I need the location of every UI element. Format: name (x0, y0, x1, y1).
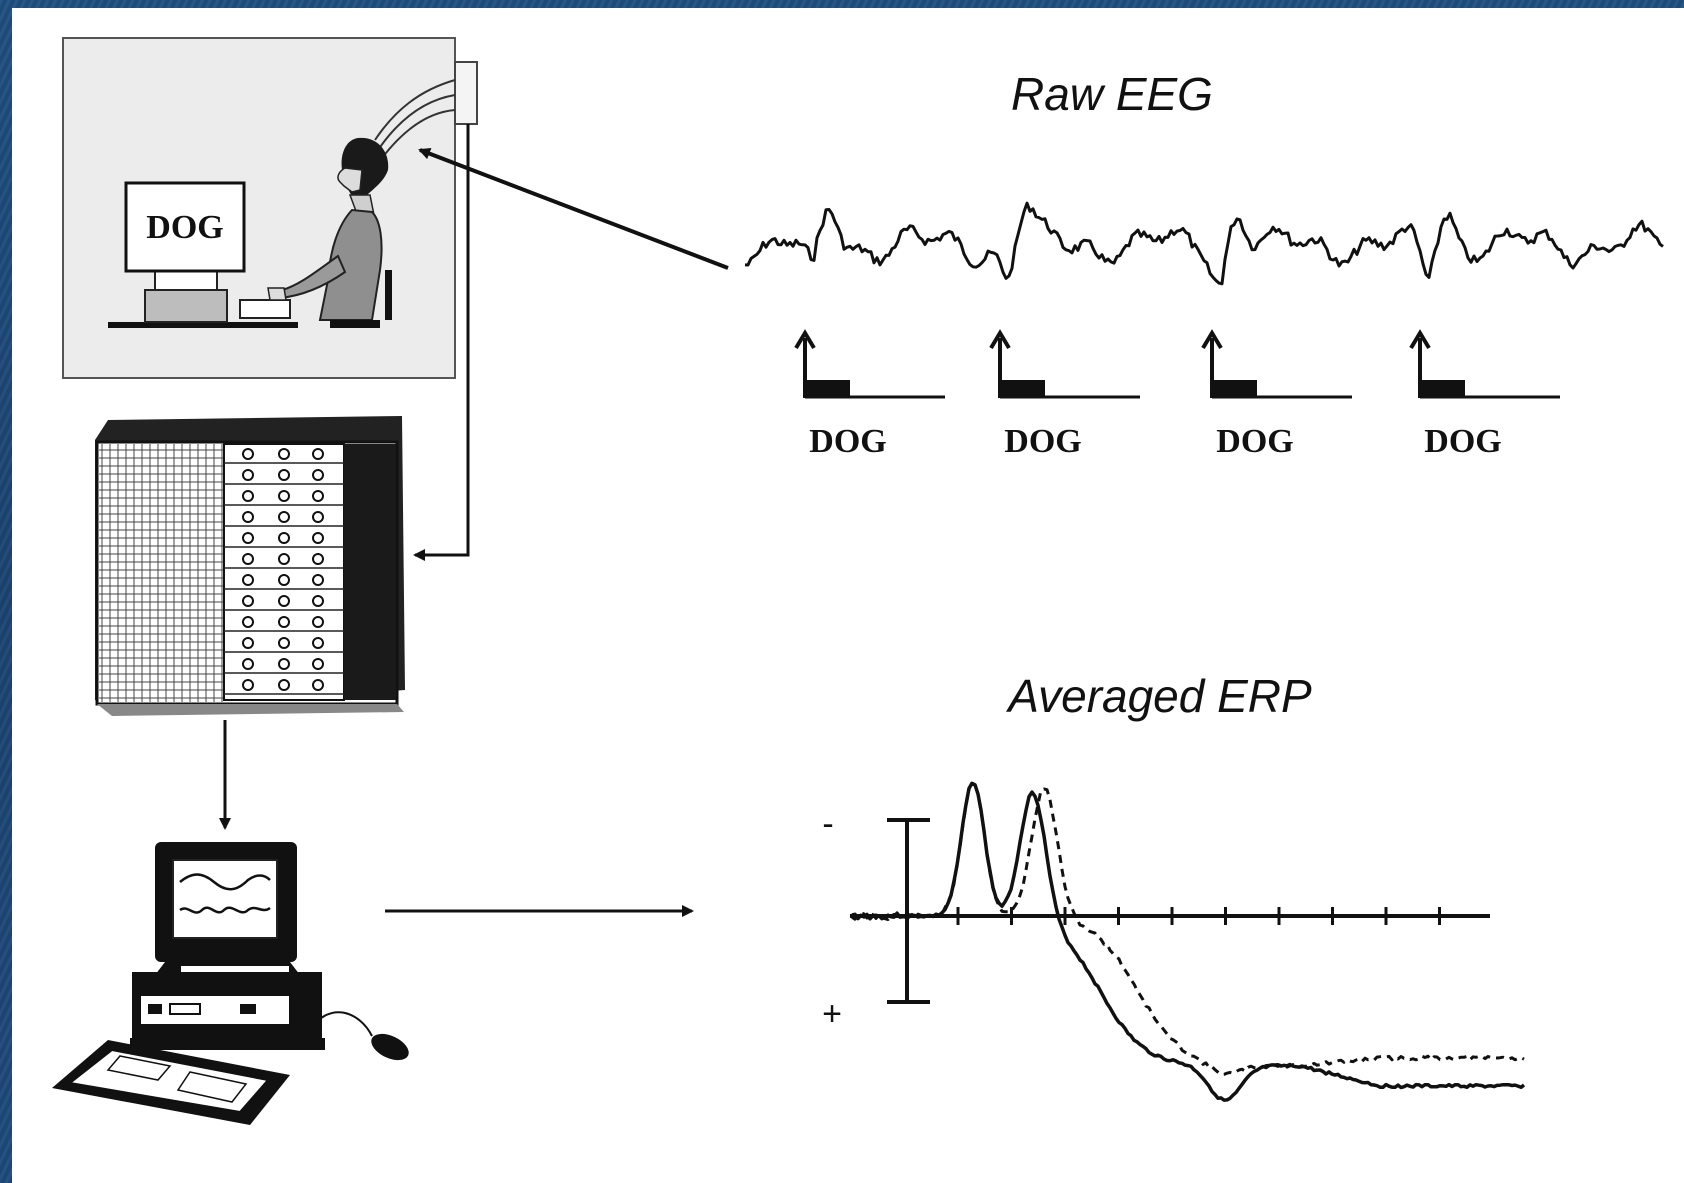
stimulus-marker: DOG (794, 329, 945, 460)
stimulus-markers: DOG DOG DOG DOG (794, 329, 1560, 460)
stimulus-label: DOG (1424, 423, 1501, 460)
stimulus-label: DOG (1216, 423, 1293, 460)
erp-condition-solid (851, 781, 1526, 1102)
seated-person (267, 137, 392, 328)
stimulus-marker: DOG (1201, 329, 1352, 460)
computer-rack (95, 416, 405, 716)
stimulus-monitor (124, 181, 246, 273)
keyboard (239, 299, 291, 319)
raw-eeg-trace (744, 201, 1664, 286)
signal-line-to-rack (413, 124, 470, 561)
stimulus-label: DOG (1004, 423, 1081, 460)
positive-polarity-label: + (822, 995, 842, 1033)
erp-axes: - + (822, 805, 1490, 1033)
desk (108, 322, 298, 328)
stimulus-marker: DOG (1409, 329, 1560, 460)
negative-polarity-label: - (822, 805, 833, 843)
subject-scene: DOG (62, 37, 478, 379)
analysis-workstation (52, 842, 409, 1125)
raw-eeg-title: Raw EEG (1011, 68, 1213, 120)
electrode-wires (374, 79, 456, 141)
averaged-erp-title: Averaged ERP (1005, 670, 1312, 722)
amplifier-box (454, 61, 478, 125)
screen-word: DOG (146, 209, 223, 246)
erp-condition-dashed (851, 781, 1525, 1076)
eeg-to-head-arrow (418, 147, 729, 270)
stimulus-marker: DOG (989, 329, 1140, 460)
stimulus-label: DOG (809, 423, 886, 460)
stimulus-computer (144, 289, 228, 323)
chair (385, 270, 392, 320)
mouse (371, 1033, 409, 1061)
workstation-screen (172, 859, 278, 939)
